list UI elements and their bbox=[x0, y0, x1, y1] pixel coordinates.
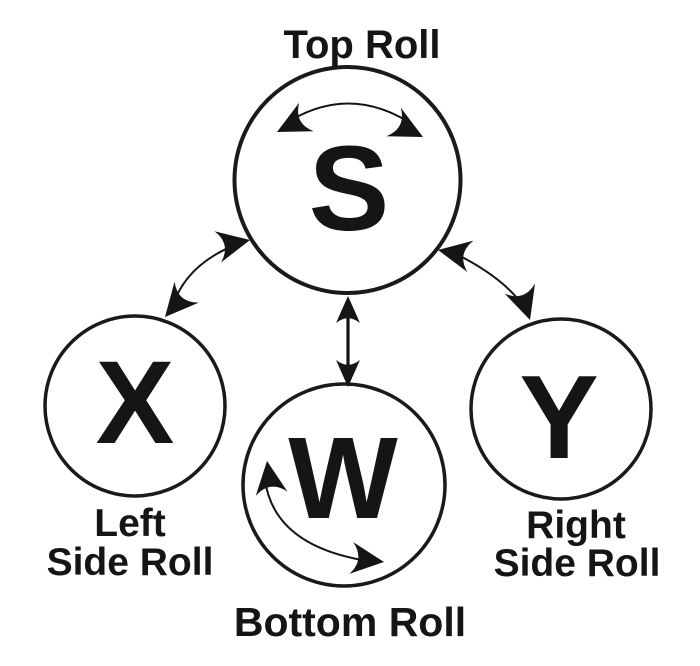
caption-bottom-roll: Bottom Roll bbox=[234, 599, 466, 645]
node-circle-bottom bbox=[241, 382, 447, 588]
s-w-double-arrow-icon bbox=[336, 296, 360, 387]
top-roll-rotation-arc bbox=[292, 102, 408, 122]
caption-left-line2: Side Roll bbox=[47, 541, 214, 584]
bottom-roll-rotation-arc bbox=[264, 479, 363, 561]
node-letter-bottom: W bbox=[288, 413, 398, 543]
caption-top-roll: Top Roll bbox=[284, 23, 441, 67]
node-letter-right: Y bbox=[519, 351, 598, 484]
s-x-double-arrow-icon bbox=[152, 224, 254, 328]
caption-left-line1: Left bbox=[94, 502, 166, 545]
s-y-double-arrow-icon bbox=[434, 234, 546, 325]
top-roll-rotation-arrow-icon bbox=[269, 102, 431, 152]
node-circle-left bbox=[43, 314, 227, 498]
node-letter-left: X bbox=[96, 337, 175, 469]
caption-right-line2: Side Roll bbox=[494, 542, 661, 585]
node-circle-right bbox=[469, 317, 653, 501]
bottom-roll-rotation-arrow-icon bbox=[251, 458, 386, 578]
caption-right-line1: Right bbox=[526, 504, 626, 547]
node-letter-top: S bbox=[309, 120, 390, 256]
